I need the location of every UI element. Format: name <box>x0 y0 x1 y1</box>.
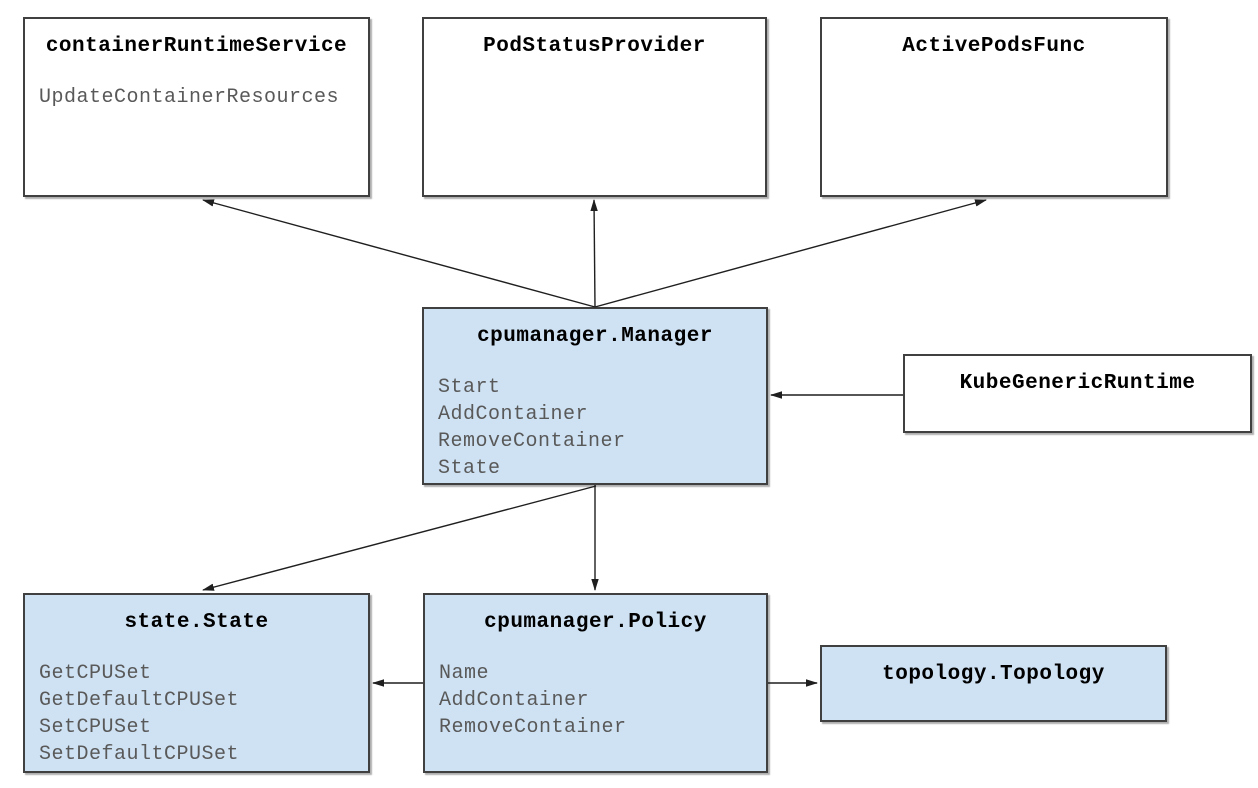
method-item: AddContainer <box>439 689 590 712</box>
node-title: state.State <box>124 611 269 634</box>
node-title: cpumanager.Policy <box>484 611 707 634</box>
method-item: State <box>438 457 501 480</box>
node-title: cpumanager.Manager <box>477 325 713 348</box>
method-item: SetDefaultCPUSet <box>39 743 240 766</box>
method-item: GetDefaultCPUSet <box>39 689 240 712</box>
node-kube-generic-runtime: KubeGenericRuntime <box>903 354 1252 433</box>
node-state-state: state.State GetCPUSet GetDefaultCPUSet S… <box>23 593 370 773</box>
method-item: RemoveContainer <box>438 430 626 453</box>
arrow-manager-to-pod-status-provider <box>590 199 598 308</box>
method-item: Name <box>439 662 490 685</box>
node-topology-topology: topology.Topology <box>820 645 1167 722</box>
method-item: SetCPUSet <box>39 716 152 739</box>
node-title: containerRuntimeService <box>45 35 348 58</box>
node-method-list: GetCPUSet GetDefaultCPUSet SetCPUSet Set… <box>39 660 368 768</box>
node-active-pods-func: ActivePodsFunc <box>820 17 1168 197</box>
node-container-runtime-service: containerRuntimeService UpdateContainerR… <box>23 17 370 197</box>
arrow-manager-to-active-pods-func <box>594 199 987 308</box>
node-title: KubeGenericRuntime <box>959 372 1196 395</box>
method-item: Start <box>438 376 501 399</box>
node-cpumanager-policy: cpumanager.Policy Name AddContainer Remo… <box>423 593 768 773</box>
method-item: AddContainer <box>438 403 589 426</box>
node-pod-status-provider: PodStatusProvider <box>422 17 767 197</box>
method-item: RemoveContainer <box>439 716 627 739</box>
method-item: UpdateContainerResources <box>39 86 340 109</box>
node-title: ActivePodsFunc <box>902 35 1086 58</box>
node-cpumanager-manager: cpumanager.Manager Start AddContainer Re… <box>422 307 768 485</box>
arrow-manager-to-container-runtime-service <box>202 199 596 308</box>
node-title: PodStatusProvider <box>483 35 706 58</box>
node-method-list: UpdateContainerResources <box>39 84 368 111</box>
node-method-list: Name AddContainer RemoveContainer <box>439 660 766 741</box>
arrow-manager-to-state <box>202 485 597 591</box>
node-method-list: Start AddContainer RemoveContainer State <box>438 374 766 482</box>
node-title: topology.Topology <box>882 663 1105 686</box>
method-item: GetCPUSet <box>39 662 152 685</box>
